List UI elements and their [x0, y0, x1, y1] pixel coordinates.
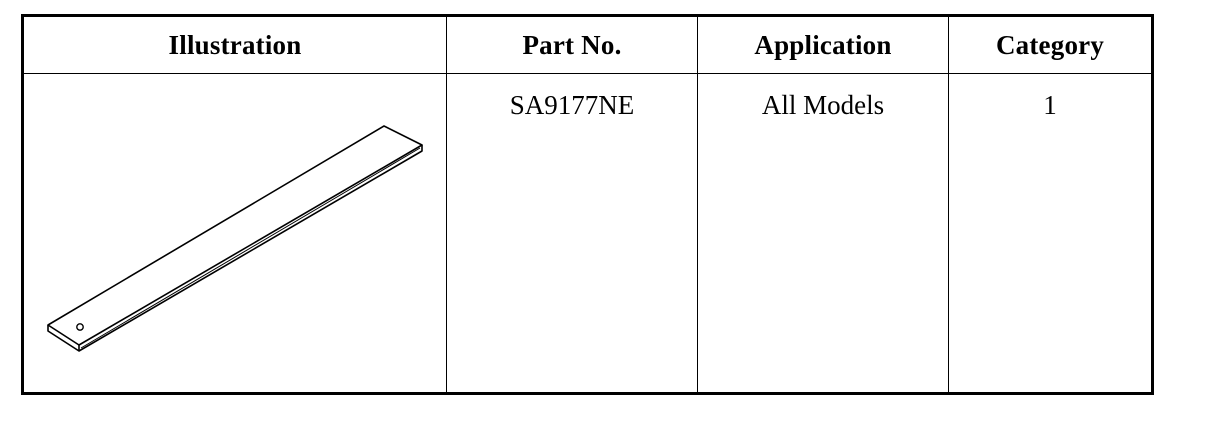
table-header-row: Illustration Part No. Application Catego…	[22, 15, 1153, 74]
part-no-cell: SA9177NE	[446, 73, 698, 394]
category-cell: 1	[948, 73, 1153, 394]
flat-strip-part-icon	[47, 125, 423, 352]
parts-table: Illustration Part No. Application Catego…	[21, 14, 1154, 395]
application-value: All Models	[761, 90, 885, 120]
header-category: Category	[948, 15, 1153, 74]
application-cell: All Models	[697, 73, 949, 394]
category-value: 1	[1043, 90, 1057, 120]
illustration-cell	[22, 73, 447, 394]
table-row: SA9177NE All Models 1	[22, 73, 1153, 394]
part-number: SA9177NE	[509, 90, 635, 120]
header-illustration: Illustration	[22, 15, 447, 74]
header-part-no: Part No.	[446, 15, 698, 74]
header-application: Application	[697, 15, 949, 74]
